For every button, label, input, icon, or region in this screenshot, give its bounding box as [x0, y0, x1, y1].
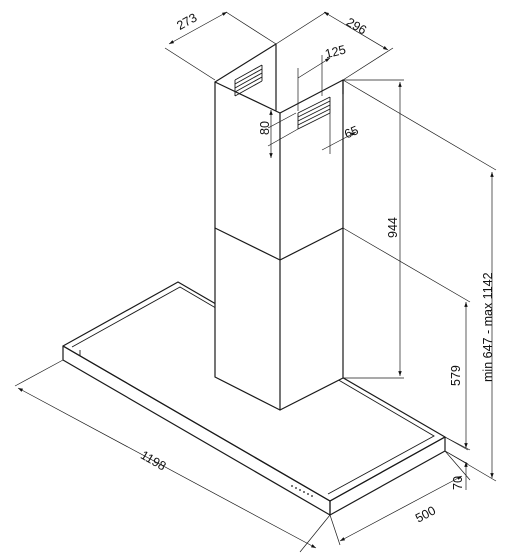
chimney-fill	[215, 80, 343, 410]
label-vent-height: 80	[258, 121, 272, 135]
label-vent-width: 125	[324, 43, 348, 62]
label-chimney-depth: 296	[344, 15, 369, 38]
control-button-3	[299, 489, 301, 491]
dim-overall-height: min 647 - max 1142	[342, 79, 497, 482]
chimney-section-join	[214, 227, 344, 261]
canopy-side-face	[329, 436, 446, 516]
label-overall-height: min 647 - max 1142	[481, 272, 495, 382]
dim-vent-width: 125	[297, 43, 348, 111]
control-buttons	[291, 485, 313, 497]
label-canopy-width: 1198	[138, 448, 168, 474]
dim-canopy-depth: 500	[329, 450, 471, 546]
dim-chimney-width: 273	[164, 11, 277, 81]
vent-grille-front	[234, 64, 263, 97]
vent-grille-side	[297, 96, 331, 130]
label-chimney-height: 944	[386, 217, 400, 238]
dim-chimney-height: 944	[343, 79, 404, 379]
label-canopy-depth: 500	[413, 503, 438, 525]
label-vent-offset: 65	[342, 123, 360, 141]
dim-chimney-lower: 579	[342, 227, 471, 451]
label-chimney-lower: 579	[449, 365, 463, 386]
chimney	[214, 43, 344, 411]
control-button-5	[307, 493, 309, 495]
control-button-2	[295, 487, 297, 489]
dim-vent-height: 80	[258, 110, 299, 158]
dim-canopy-thickness: 70	[444, 436, 469, 490]
control-button-1	[291, 485, 293, 487]
dim-vent-offset: 65	[321, 106, 361, 154]
control-button-6	[311, 495, 313, 497]
control-button-4	[303, 491, 305, 493]
